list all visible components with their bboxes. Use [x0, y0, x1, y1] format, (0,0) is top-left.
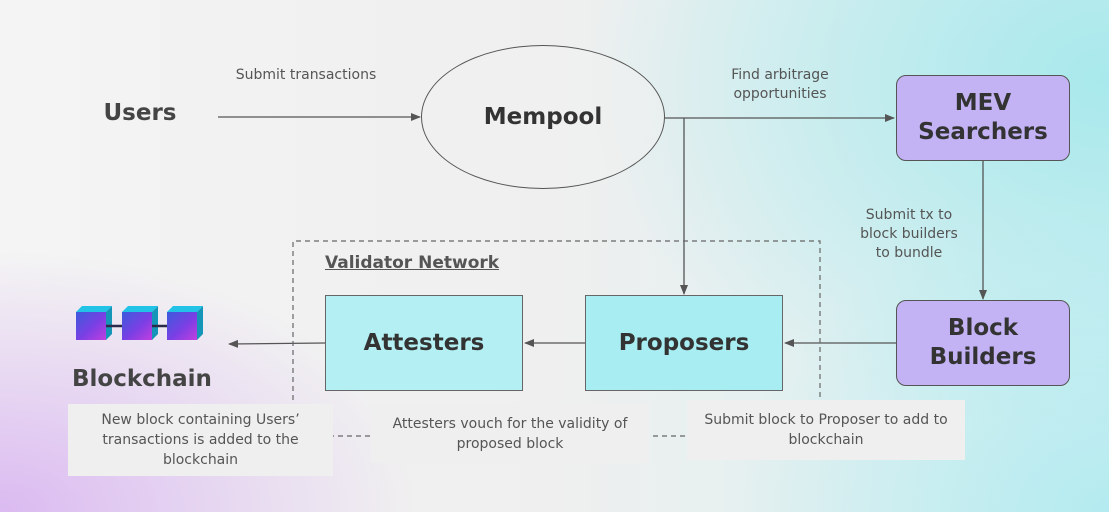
- edge-attesters-blockchain: [228, 339, 326, 348]
- validator-network-boundary: [292, 240, 821, 400]
- mempool-node: Mempool: [421, 45, 665, 189]
- edge-label-find-arbitrage: Find arbitrage opportunities: [731, 67, 829, 102]
- mempool-label: Mempool: [483, 104, 603, 130]
- proposers-node: Proposers: [585, 295, 783, 391]
- blockchain-cubes-icon: [76, 306, 203, 340]
- blockchain-node: Blockchain: [72, 366, 212, 392]
- mev-searchers-label: MEV Searchers: [918, 90, 1048, 145]
- block-builders-label: Block Builders: [929, 315, 1037, 370]
- validator-network-title: Validator Network: [325, 253, 500, 273]
- note-blockchain: New block containing Users’ transactions…: [68, 404, 333, 476]
- mev-searchers-node: MEV Searchers: [896, 75, 1070, 161]
- attesters-label: Attesters: [363, 330, 485, 356]
- proposers-label: Proposers: [618, 330, 750, 356]
- users-node: Users: [103, 100, 177, 126]
- cube-1: [76, 306, 112, 340]
- block-builders-node: Block Builders: [896, 300, 1070, 386]
- note-builders: Submit block to Proposer to add to block…: [687, 400, 965, 460]
- cube-3: [167, 306, 203, 340]
- attesters-node: Attesters: [325, 295, 523, 391]
- edge-label-submit-tx-builders: Submit tx to block builders to bundle: [860, 207, 958, 261]
- cube-2: [122, 306, 158, 340]
- edge-label-submit-transactions: Submit transactions: [235, 67, 377, 83]
- note-attesters: Attesters vouch for the validity of prop…: [371, 404, 649, 463]
